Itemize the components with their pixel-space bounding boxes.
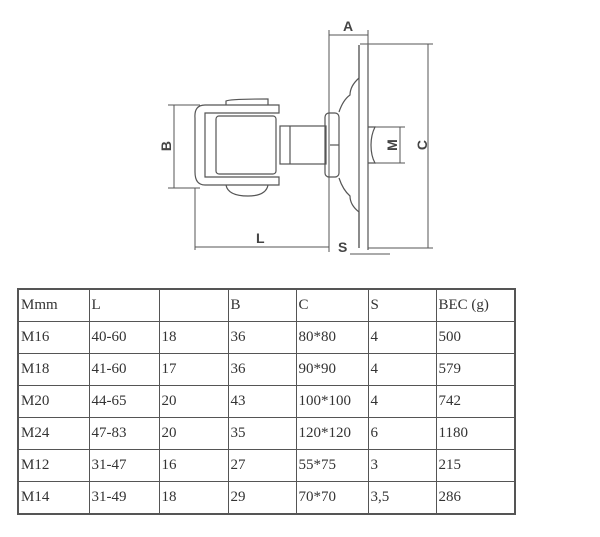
table-cell: 36 xyxy=(227,321,297,354)
dimension-label-s: S xyxy=(338,239,347,255)
table-cell: 31-49 xyxy=(88,481,160,515)
table-cell: 31-47 xyxy=(88,449,160,482)
table-cell: M18 xyxy=(17,353,90,386)
table-cell: 43 xyxy=(227,385,297,418)
table-cell: 27 xyxy=(227,449,297,482)
table-cell: 4 xyxy=(367,353,437,386)
table-cell: 47-83 xyxy=(88,417,160,450)
table-cell: 4 xyxy=(367,385,437,418)
hinge-pin-bottom-cap xyxy=(225,184,269,197)
table-cell: 579 xyxy=(435,353,516,386)
hinge-technical-drawing: A C B M L S xyxy=(158,18,433,255)
dimension-label-l: L xyxy=(256,230,265,246)
table-cell: 20 xyxy=(158,385,229,418)
table-cell: 500 xyxy=(435,321,516,354)
table-cell: 3,5 xyxy=(367,481,437,515)
table-cell: 120*120 xyxy=(295,417,369,450)
table-cell: M14 xyxy=(17,481,90,515)
dimension-lines xyxy=(168,30,433,255)
table-header-row: Mmm L B C S BEC (g) xyxy=(17,288,516,322)
table-cell: M12 xyxy=(17,449,90,482)
header-cell xyxy=(158,288,229,322)
table-cell: 40-60 xyxy=(88,321,160,354)
header-cell: C xyxy=(295,288,369,322)
table-cell: 742 xyxy=(435,385,516,418)
table-cell: 80*80 xyxy=(295,321,369,354)
table-cell: 36 xyxy=(227,353,297,386)
threaded-rod xyxy=(279,125,327,165)
table-cell: 16 xyxy=(158,449,229,482)
table-cell: 286 xyxy=(435,481,516,515)
table-cell: 55*75 xyxy=(295,449,369,482)
dimension-label-a: A xyxy=(343,18,353,34)
table-cell: 6 xyxy=(367,417,437,450)
table-cell: 1180 xyxy=(435,417,516,450)
table-cell: 29 xyxy=(227,481,297,515)
table-cell: 35 xyxy=(227,417,297,450)
mounting-plate xyxy=(338,45,360,248)
hinge-pin-body xyxy=(215,115,277,175)
table-cell: 90*90 xyxy=(295,353,369,386)
table-cell: 44-65 xyxy=(88,385,160,418)
table-cell: 100*100 xyxy=(295,385,369,418)
header-cell: L xyxy=(88,288,160,322)
header-cell: S xyxy=(367,288,437,322)
table-cell: M16 xyxy=(17,321,90,354)
header-cell: Mmm xyxy=(17,288,90,322)
table-cell: 4 xyxy=(367,321,437,354)
dimension-label-c: C xyxy=(414,140,430,150)
dimension-label-m: M xyxy=(384,139,400,151)
header-cell: BEC (g) xyxy=(435,288,516,322)
table-cell: 70*70 xyxy=(295,481,369,515)
table-cell: 20 xyxy=(158,417,229,450)
thread-hole xyxy=(368,126,377,164)
table-cell: 18 xyxy=(158,481,229,515)
header-cell: B xyxy=(227,288,297,322)
table-cell: M20 xyxy=(17,385,90,418)
hinge-pin-top-cap xyxy=(225,98,269,105)
hinge-eye-bracket xyxy=(194,104,280,186)
dimension-label-b: B xyxy=(158,141,174,151)
table-cell: M24 xyxy=(17,417,90,450)
table-cell: 3 xyxy=(367,449,437,482)
table-cell: 41-60 xyxy=(88,353,160,386)
table-cell: 18 xyxy=(158,321,229,354)
table-cell: 17 xyxy=(158,353,229,386)
table-cell: 215 xyxy=(435,449,516,482)
